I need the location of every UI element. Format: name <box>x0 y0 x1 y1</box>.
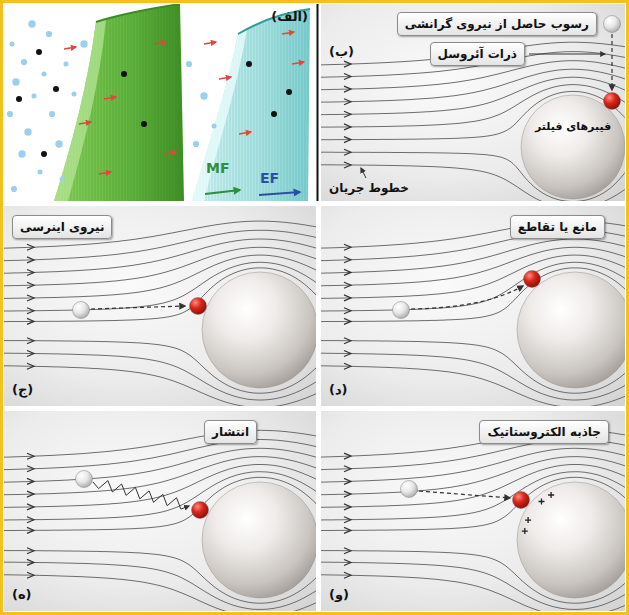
annotation-text: MF <box>206 160 230 176</box>
mechanism-label: رسوب حاصل از نیروی گرانشی <box>397 12 597 36</box>
panel-letter: (ه) <box>12 587 32 602</box>
mechanism-label-text: ذرات آئروسل <box>438 46 517 62</box>
panel-letter: (الف) <box>271 9 308 24</box>
annotation-label: EF <box>260 170 279 186</box>
mechanism-label: مانع یا تقاطع <box>510 215 605 239</box>
mechanism-label-text: جاذبه الکتروستاتیک <box>487 424 601 440</box>
filter-fiber: فیبرهای فیلتر <box>521 95 625 199</box>
figure-panel: (د) مانع یا تقاطع <box>321 206 625 406</box>
panel-letter: (ج) <box>12 382 33 397</box>
figure-panel: (و) جاذبه الکتروستاتیک <box>321 411 625 611</box>
panel-letter: (د) <box>329 382 348 397</box>
annotation-text: EF <box>260 170 279 186</box>
panel-illustration <box>4 411 316 611</box>
panel-letter-box: (ج) <box>12 382 33 398</box>
mechanism-label-text: نیروی اینرسی <box>20 219 104 235</box>
figure-panel: (ب) رسوب حاصل از نیروی گرانشی ذرات آئروسل ف… <box>321 4 625 201</box>
figure-panel: (ج) نیروی اینرسی <box>4 206 316 406</box>
panel-letter-box: (ب) <box>329 44 354 60</box>
mechanism-label: جاذبه الکتروستاتیک <box>479 420 609 444</box>
mechanism-label-text: رسوب حاصل از نیروی گرانشی <box>405 16 589 32</box>
mechanism-label: نیروی اینرسی <box>12 215 112 239</box>
panel-letter-box: (ه) <box>12 587 32 603</box>
mechanism-label-text: انتشار <box>212 424 249 440</box>
mechanism-label-text: مانع یا تقاطع <box>518 219 597 235</box>
mechanism-label: ذرات آئروسل <box>430 42 525 66</box>
mechanism-label: انتشار <box>204 420 257 444</box>
fiber-sphere <box>521 95 625 199</box>
fiber-label: فیبرهای فیلتر <box>521 119 625 135</box>
panel-letter-box: (الف) <box>271 9 308 25</box>
panel-letter-box: (و) <box>329 587 349 603</box>
panel-letter-box: (د) <box>329 382 348 398</box>
panel-letter: (ب) <box>329 44 354 59</box>
annotation-label: MF <box>206 160 230 176</box>
figure-panel: (ه) انتشار <box>4 411 316 611</box>
annotation-text: خطوط جریان <box>329 181 409 195</box>
annotation-label: خطوط جریان <box>329 180 409 196</box>
panel-letter: (و) <box>329 587 349 602</box>
